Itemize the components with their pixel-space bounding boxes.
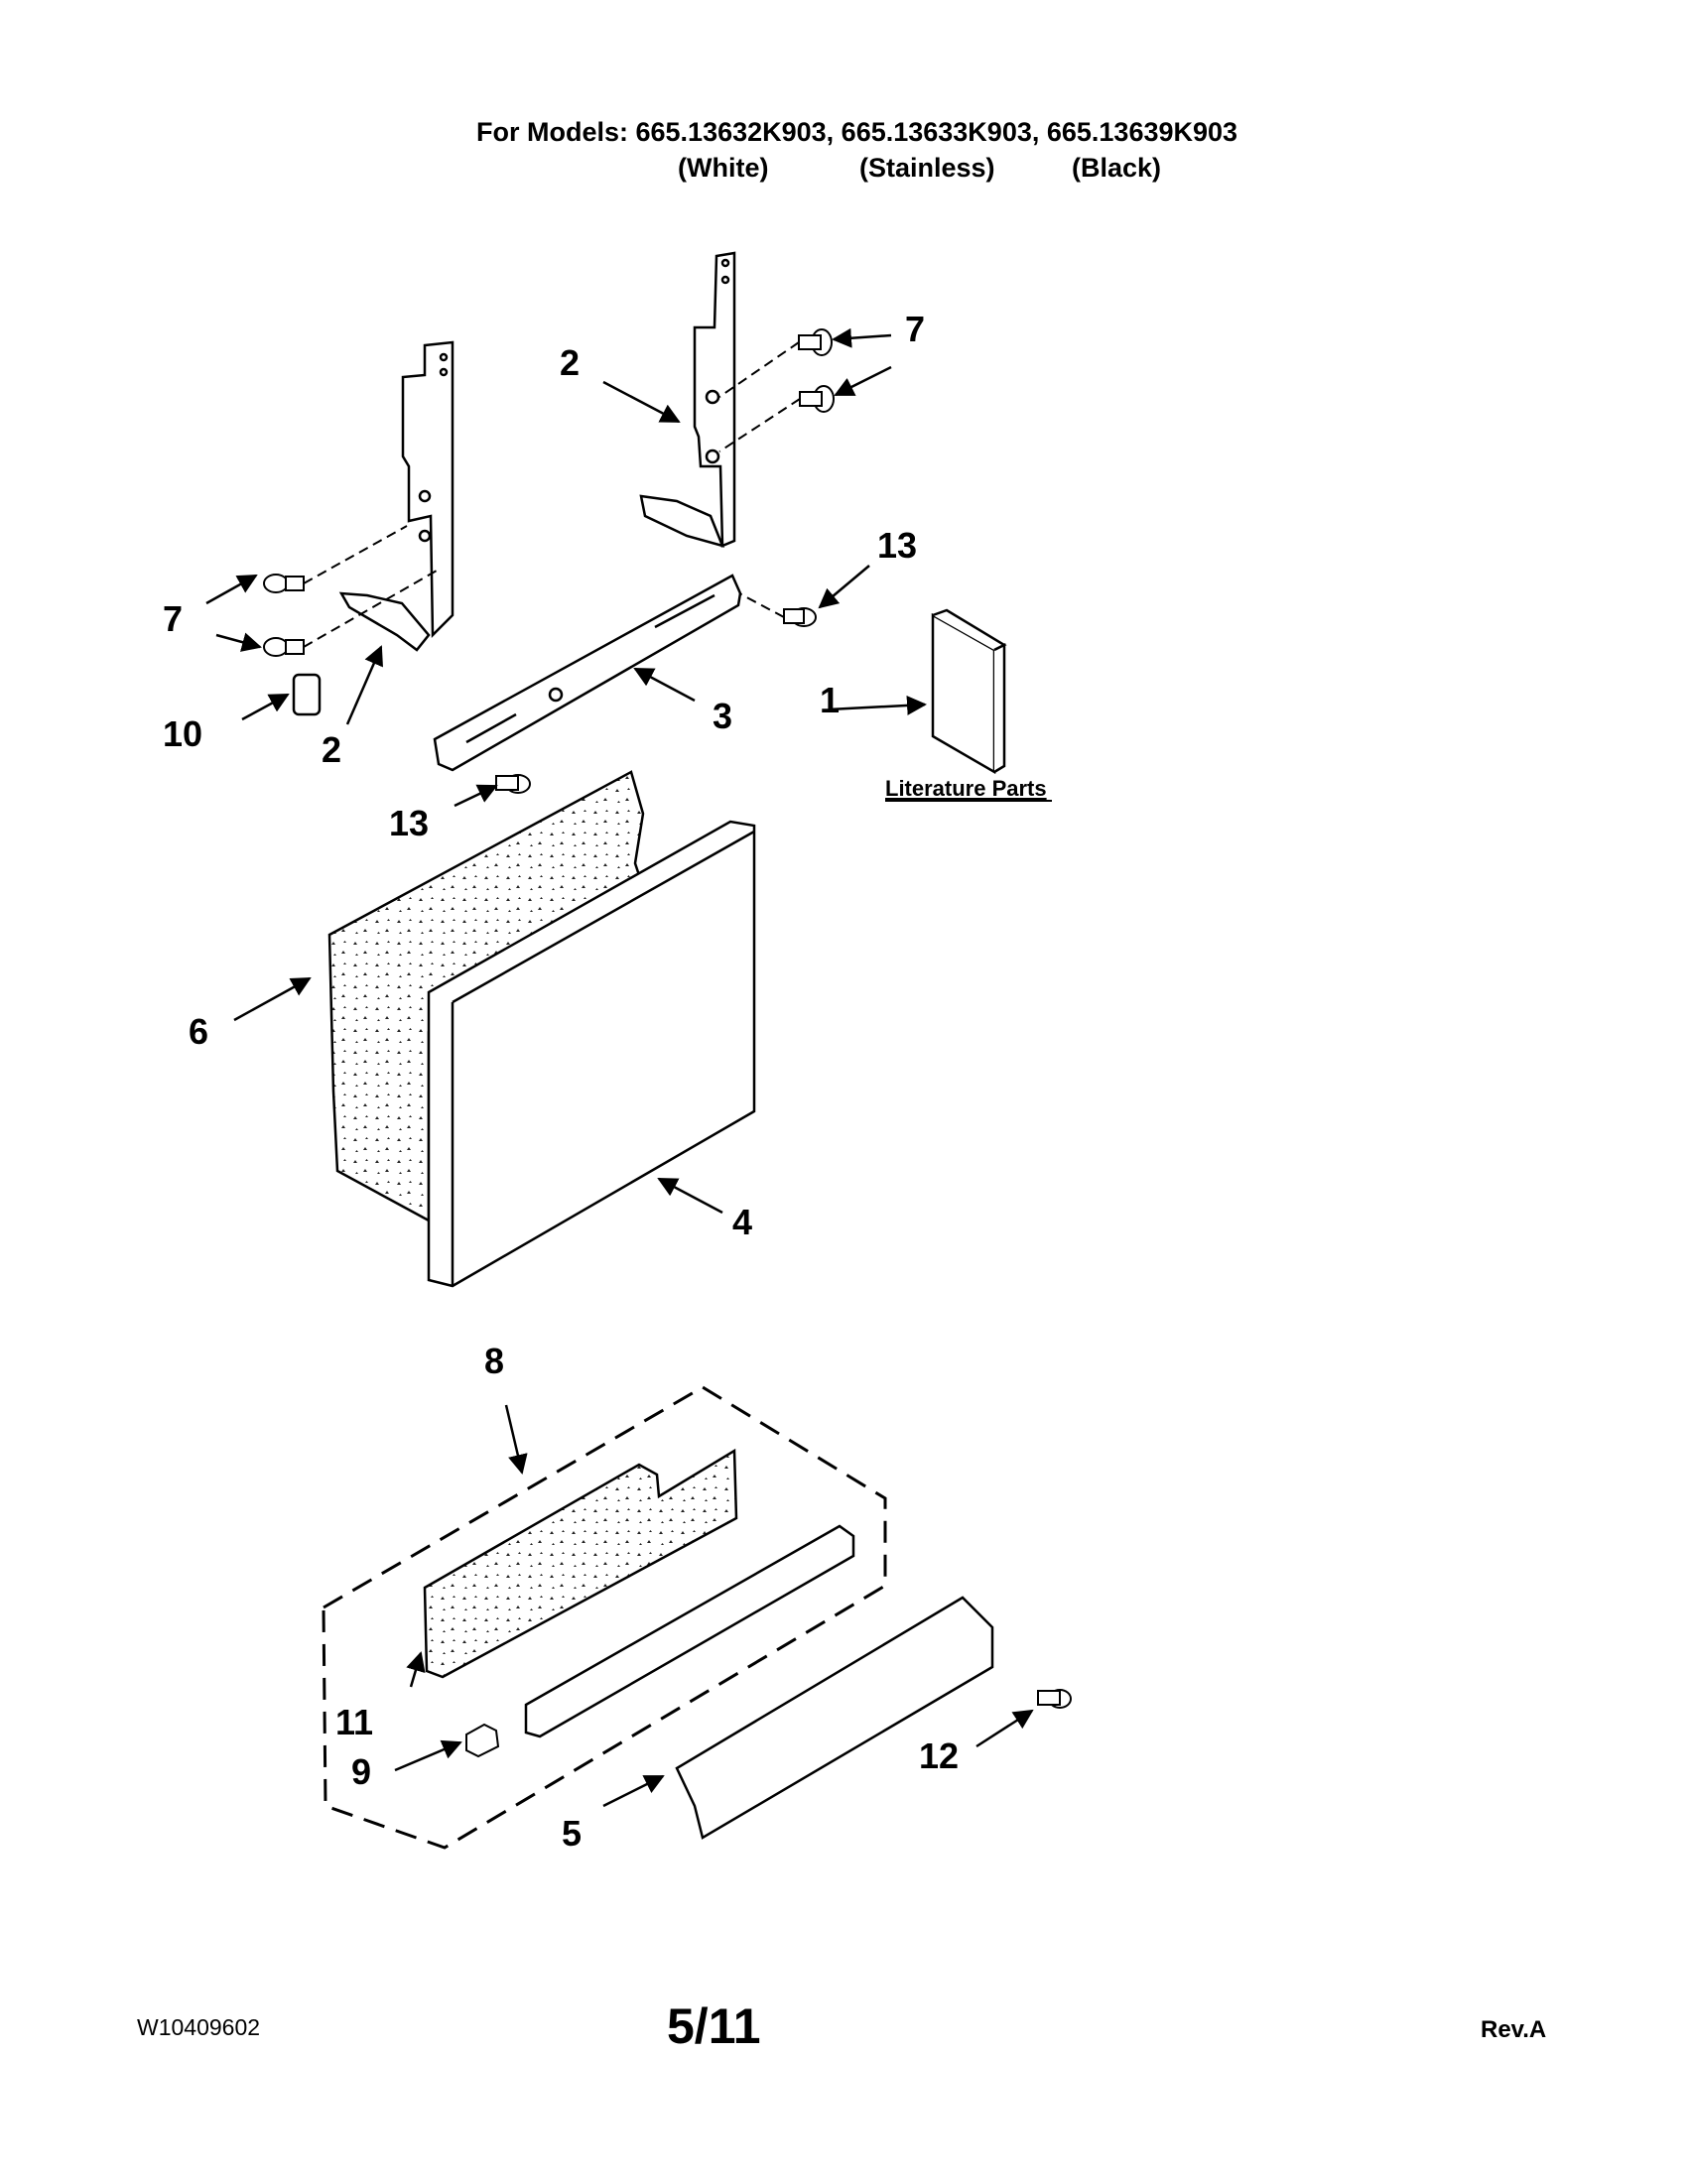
literature-booklet	[931, 608, 1007, 775]
callout-13-upper: 13	[877, 525, 917, 566]
literature-parts-label: Literature Parts	[885, 776, 1047, 801]
right-side-bracket	[639, 251, 736, 548]
callout-10: 10	[163, 713, 202, 754]
variant-black: (Black)	[1072, 153, 1162, 183]
toe-panel	[675, 1596, 994, 1840]
callout-3: 3	[713, 696, 732, 736]
screws	[263, 328, 1072, 1709]
callout-4: 4	[732, 1202, 752, 1242]
models-line: For Models: 665.13632K903, 665.13633K903…	[476, 117, 1238, 147]
callout-5: 5	[562, 1813, 582, 1854]
clip-part	[292, 673, 322, 716]
callout-8: 8	[484, 1341, 504, 1381]
callout-12: 12	[919, 1735, 959, 1776]
variant-white: (White)	[678, 153, 769, 183]
door-panel	[427, 820, 756, 1288]
kickplate-backing	[524, 1524, 855, 1738]
revision: Rev.A	[1481, 2016, 1547, 2043]
callout-7-right: 7	[905, 309, 925, 349]
left-side-bracket	[338, 340, 454, 652]
variant-stainless: (Stainless)	[859, 153, 995, 183]
kickplate-clip	[465, 1723, 500, 1758]
dashed-leaders	[303, 341, 801, 648]
upper-mounting-rail	[433, 574, 742, 772]
callout-2-right: 2	[560, 342, 580, 383]
callout-9: 9	[351, 1751, 371, 1792]
arrows	[205, 327, 1034, 1808]
document-number: W10409602	[137, 2014, 261, 2040]
callout-1: 1	[820, 680, 840, 720]
callout-11: 11	[335, 1702, 373, 1742]
callout-7-left: 7	[163, 598, 183, 639]
page-number: 5/11	[667, 1998, 761, 2054]
callout-13-lower: 13	[389, 803, 429, 843]
kickplate-insulation	[423, 1448, 738, 1679]
callout-6: 6	[189, 1011, 208, 1052]
callout-2-left: 2	[322, 729, 341, 770]
